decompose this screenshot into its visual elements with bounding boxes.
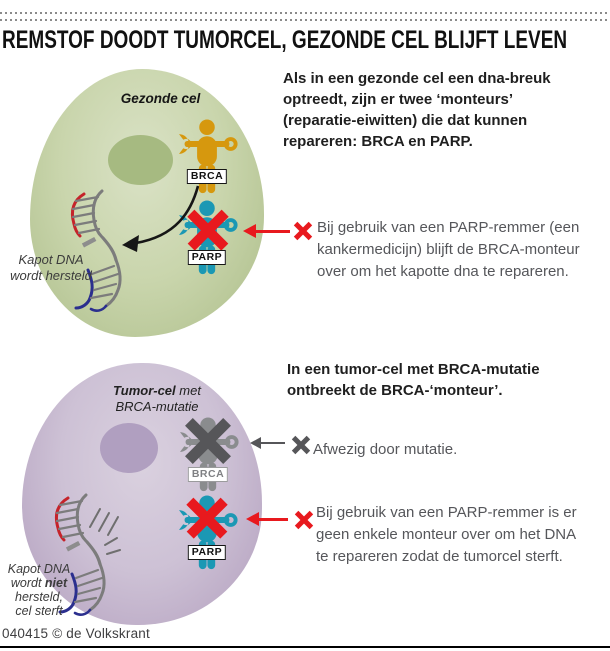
dotted-divider [0,19,610,21]
x-mark-icon [184,206,232,254]
tumor-cell-intro-text: In een tumor-cel met BRCA-mutatie ontbre… [287,361,540,399]
parp-remmer-tumor-note: Bij gebruik van een PARP-remmer is er ge… [316,504,577,565]
x-mark-icon [292,220,313,241]
mutation-note: Afwezig door mutatie. [313,441,458,458]
cell-nucleus [108,135,173,185]
broken-dna-illustration [54,493,106,616]
bottom-rule [0,646,610,648]
tumor-cell-label-line2: BRCA-mutatie [115,398,199,414]
dotted-divider [0,12,610,14]
parp-tag: PARP [187,250,227,265]
brca-repair-icon: BRCA [176,119,238,200]
dna-not-repaired-caption: Kapot DNA wordt niet hersteld, cel sterf… [7,562,71,618]
brca-tag: BRCA [186,169,228,184]
cell-nucleus [100,423,158,473]
parp-tag: PARP [187,545,227,560]
tumor-cell-label-bold: Tumor-cel [113,383,176,398]
healthy-cell-intro-text: Als in een gezonde cel een dna-breuk opt… [283,70,551,150]
break-marks-icon [89,508,121,555]
tumor-cell-label-rest: met [175,383,201,398]
x-mark-icon [181,414,235,468]
brca-tag: BRCA [187,467,229,482]
dna-repaired-caption: Kapot DNA wordt hersteld [10,252,92,283]
tumor-cell-label: Tumor-cel met BRCA-mutatie [97,383,217,414]
broken-dna-illustration [70,189,122,312]
healthy-cell-label: Gezonde cel [120,91,201,106]
x-mark-icon [293,509,314,530]
x-mark-icon [290,434,311,455]
curved-arrow-icon [122,185,200,252]
healthy-cell-shape [30,69,264,337]
source-credit: 040415 © de Volkskrant [2,626,150,641]
parp-remmer-note: Bij gebruik van een PARP-remmer (een kan… [317,219,580,280]
page-title: REMSTOF DOODT TUMORCEL, GEZONDE CEL BLIJ… [2,26,568,54]
x-mark-icon [183,494,231,542]
